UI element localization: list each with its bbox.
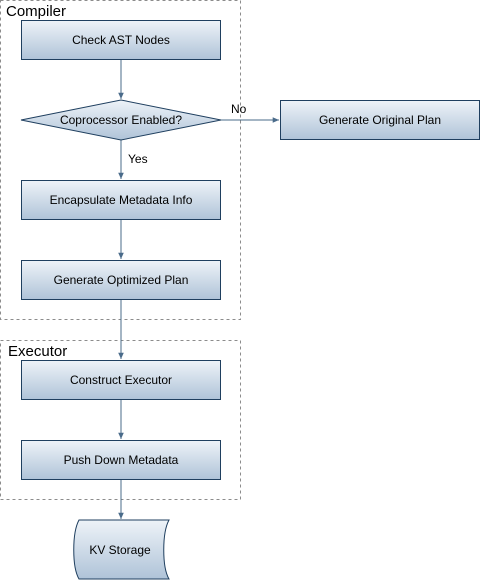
node-kv-storage-shape: [73, 519, 170, 580]
node-optimized-plan-shape: [21, 260, 221, 300]
node-construct-executor: Construct Executor: [21, 360, 221, 400]
node-push-down: Push Down Metadata: [21, 440, 221, 480]
node-encapsulate-label: Encapsulate Metadata Info: [50, 193, 193, 207]
node-kv-storage: KV Storage: [73, 519, 170, 580]
node-encapsulate: Encapsulate Metadata Info: [21, 180, 221, 220]
executor-group-label: Executor: [8, 343, 67, 360]
node-coprocessor-label: Coprocessor Enabled?: [60, 113, 182, 127]
node-coprocessor-decision: Coprocessor Enabled?: [20, 99, 222, 141]
node-check-ast-label: Check AST Nodes: [72, 33, 170, 47]
node-check-ast-shape: [21, 20, 221, 60]
node-construct-executor-label: Construct Executor: [70, 373, 172, 387]
node-kv-storage-label: KV Storage: [89, 543, 151, 557]
node-encapsulate-shape: [21, 180, 221, 220]
node-push-down-shape: [21, 440, 221, 480]
edges: No Yes: [118, 60, 279, 519]
node-push-down-label: Push Down Metadata: [64, 453, 179, 467]
node-check-ast: Check AST Nodes: [21, 20, 221, 60]
node-original-plan-label: Generate Original Plan: [319, 113, 441, 127]
compiler-group-label: Compiler: [6, 3, 66, 20]
node-construct-executor-shape: [21, 360, 221, 400]
node-original-plan: Generate Original Plan: [280, 100, 480, 140]
edge-label-yes: Yes: [128, 152, 148, 166]
node-original-plan-shape: [280, 100, 480, 140]
node-optimized-plan-label: Generate Optimized Plan: [54, 273, 189, 287]
node-optimized-plan: Generate Optimized Plan: [21, 260, 221, 300]
edge-label-no: No: [231, 102, 247, 116]
node-coprocessor-shape: [20, 99, 222, 141]
